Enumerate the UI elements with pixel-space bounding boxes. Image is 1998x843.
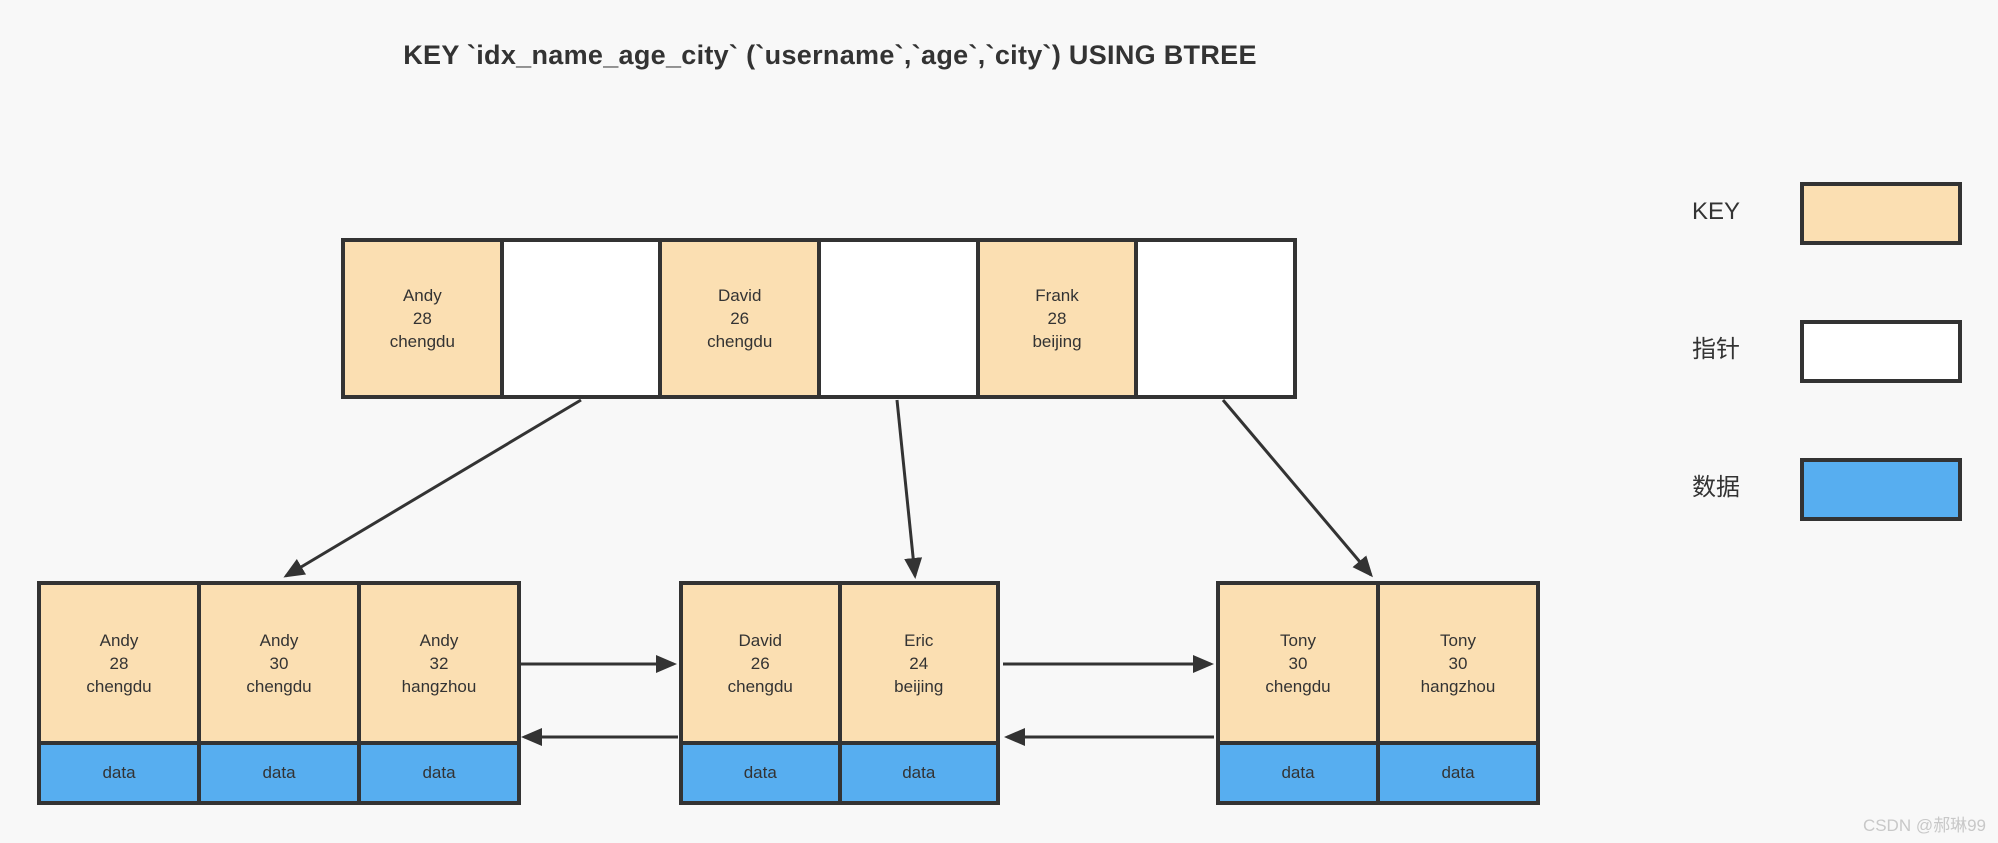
- leaf2-key-cell-2: Eric 24 beijing: [841, 585, 996, 741]
- arrow-root-to-leaf1: [283, 398, 582, 578]
- legend-swatch-key: [1800, 182, 1962, 245]
- root-pointer-cell-1: [503, 242, 663, 395]
- leaf1-record-1: Andy 28 chengdu data: [41, 585, 201, 801]
- leaf2-key-text-2: Eric 24 beijing: [894, 630, 944, 696]
- leaf-node-2: David 26 chengdu data Eric 24 beijing da…: [679, 581, 1000, 805]
- leaf-node-1: Andy 28 chengdu data Andy 30 chengdu dat…: [37, 581, 521, 805]
- leaf2-key-cell-1: David 26 chengdu: [683, 585, 838, 741]
- leaf3-key-text-1: Tony 30 chengdu: [1265, 630, 1331, 696]
- root-node: Andy 28 chengdu David 26 chengdu Frank 2…: [341, 238, 1297, 399]
- leaf1-record-3: Andy 32 hangzhou data: [361, 585, 517, 801]
- leaf1-key-text-2: Andy 30 chengdu: [246, 630, 312, 696]
- arrow-root-to-leaf2: [895, 399, 923, 579]
- root-pointer-cell-2: [821, 242, 980, 395]
- root-key-text-2: David 26 chengdu: [707, 286, 773, 351]
- leaf1-key-cell-3: Andy 32 hangzhou: [361, 585, 517, 741]
- root-key-cell-3: Frank 28 beijing: [979, 242, 1139, 395]
- root-key-text-3: Frank 28 beijing: [1032, 286, 1082, 351]
- root-pointer-cell-3: [1138, 242, 1294, 395]
- root-key-cell-1: Andy 28 chengdu: [345, 242, 504, 395]
- leaf3-record-1: Tony 30 chengdu data: [1220, 585, 1380, 801]
- leaf-node-3: Tony 30 chengdu data Tony 30 hangzhou da…: [1216, 581, 1540, 805]
- leaf1-key-cell-1: Andy 28 chengdu: [41, 585, 197, 741]
- leaf3-data-cell-2: data: [1380, 741, 1536, 801]
- leaf1-data-cell-1: data: [41, 741, 197, 801]
- arrow-root-to-leaf3: [1221, 399, 1373, 578]
- leaf1-record-2: Andy 30 chengdu data: [201, 585, 361, 801]
- leaf1-key-cell-2: Andy 30 chengdu: [201, 585, 357, 741]
- legend-label-data: 数据: [1692, 474, 1740, 501]
- root-key-text-1: Andy 28 chengdu: [389, 286, 455, 351]
- leaf1-data-cell-2: data: [201, 741, 357, 801]
- diagram-title: KEY `idx_name_age_city` (`username`,`age…: [403, 40, 1257, 70]
- leaf2-data-cell-1: data: [683, 741, 838, 801]
- leaf1-key-text-1: Andy 28 chengdu: [86, 630, 152, 696]
- leaf1-key-text-3: Andy 32 hangzhou: [401, 630, 477, 696]
- leaf1-data-cell-3: data: [361, 741, 517, 801]
- leaf2-record-2: Eric 24 beijing data: [841, 585, 996, 801]
- legend-swatch-pointer: [1800, 320, 1962, 383]
- root-key-cell-2: David 26 chengdu: [662, 242, 822, 395]
- leaf3-key-cell-2: Tony 30 hangzhou: [1380, 585, 1536, 741]
- leaf3-record-2: Tony 30 hangzhou data: [1380, 585, 1536, 801]
- legend-label-pointer: 指针: [1692, 336, 1740, 363]
- leaf3-key-text-2: Tony 30 hangzhou: [1420, 630, 1496, 696]
- leaf3-data-cell-1: data: [1220, 741, 1376, 801]
- leaf2-record-1: David 26 chengdu data: [683, 585, 842, 801]
- legend-swatch-data: [1800, 458, 1962, 521]
- leaf2-data-cell-2: data: [841, 741, 996, 801]
- leaf2-key-text-1: David 26 chengdu: [727, 630, 793, 696]
- leaf3-key-cell-1: Tony 30 chengdu: [1220, 585, 1376, 741]
- watermark: CSDN @郝琳99: [1862, 816, 1986, 835]
- legend-label-key: KEY: [1691, 198, 1740, 225]
